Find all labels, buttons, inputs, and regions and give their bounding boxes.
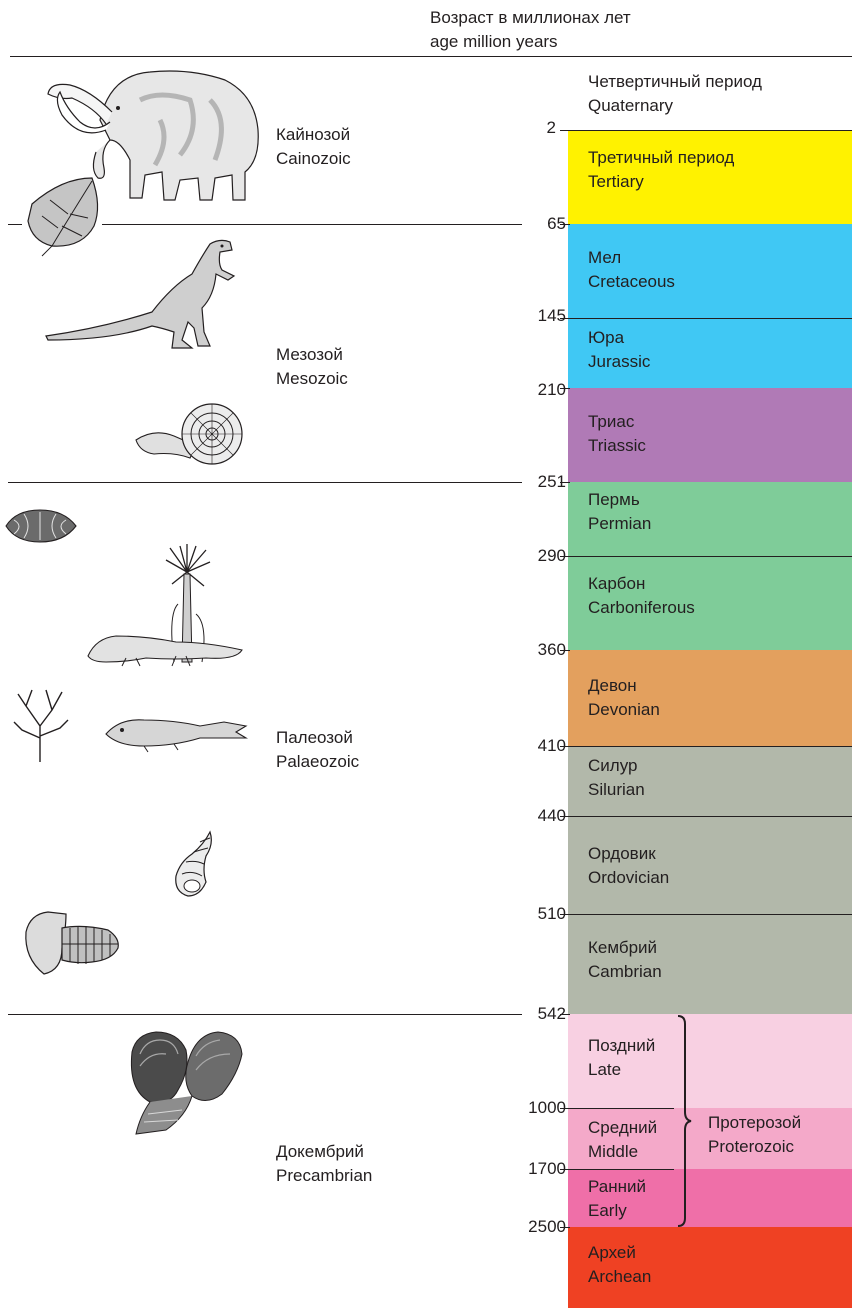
proterozoic-bracket (676, 1014, 692, 1228)
seaweed-icon (12, 686, 70, 762)
age-label: 2500 (496, 1217, 566, 1237)
age-label: 210 (496, 380, 566, 400)
quaternary-label: Четвертичный период Quaternary (588, 70, 762, 118)
separator-cambrian (568, 914, 852, 915)
separator-jurassic (568, 318, 852, 319)
ammonite-icon (134, 402, 246, 472)
axis-title-en: age million years (430, 30, 631, 54)
stromatolite-icon (126, 1030, 244, 1140)
era-divider-cainozoic (8, 224, 22, 225)
axis-title-ru: Возраст в миллионах лет (430, 6, 631, 30)
age-label: 1700 (496, 1159, 566, 1179)
separator-silurian (568, 746, 852, 747)
age-label: 510 (496, 904, 566, 924)
separator-ordovician (568, 816, 852, 817)
separator-early (568, 1169, 674, 1170)
age-label: 410 (496, 736, 566, 756)
axis-title: Возраст в миллионах лет age million year… (430, 6, 631, 54)
dinosaur-icon (42, 236, 242, 356)
age-label: 145 (496, 306, 566, 326)
proterozoic-label: Протерозой Proterozoic (708, 1111, 801, 1159)
age-label: 360 (496, 640, 566, 660)
era-divider-mesozoic (8, 482, 522, 483)
age-label: 1000 (496, 1098, 566, 1118)
era-divider-palaeozoic (8, 1014, 522, 1015)
fish-icon (104, 712, 248, 752)
era-divider-cainozoic (102, 224, 522, 225)
amphibian-icon (86, 628, 246, 668)
snail-shell-icon (170, 830, 218, 898)
trilobite-icon (22, 908, 122, 978)
separator-carboniferous (568, 556, 852, 557)
brachiopod-icon (4, 506, 78, 546)
separator-middle (568, 1108, 674, 1109)
tick (560, 130, 570, 131)
age-label: 290 (496, 546, 566, 566)
age-label: 440 (496, 806, 566, 826)
header-rule (10, 56, 852, 57)
separator-quaternary (568, 130, 852, 131)
age-label: 2 (486, 118, 556, 138)
